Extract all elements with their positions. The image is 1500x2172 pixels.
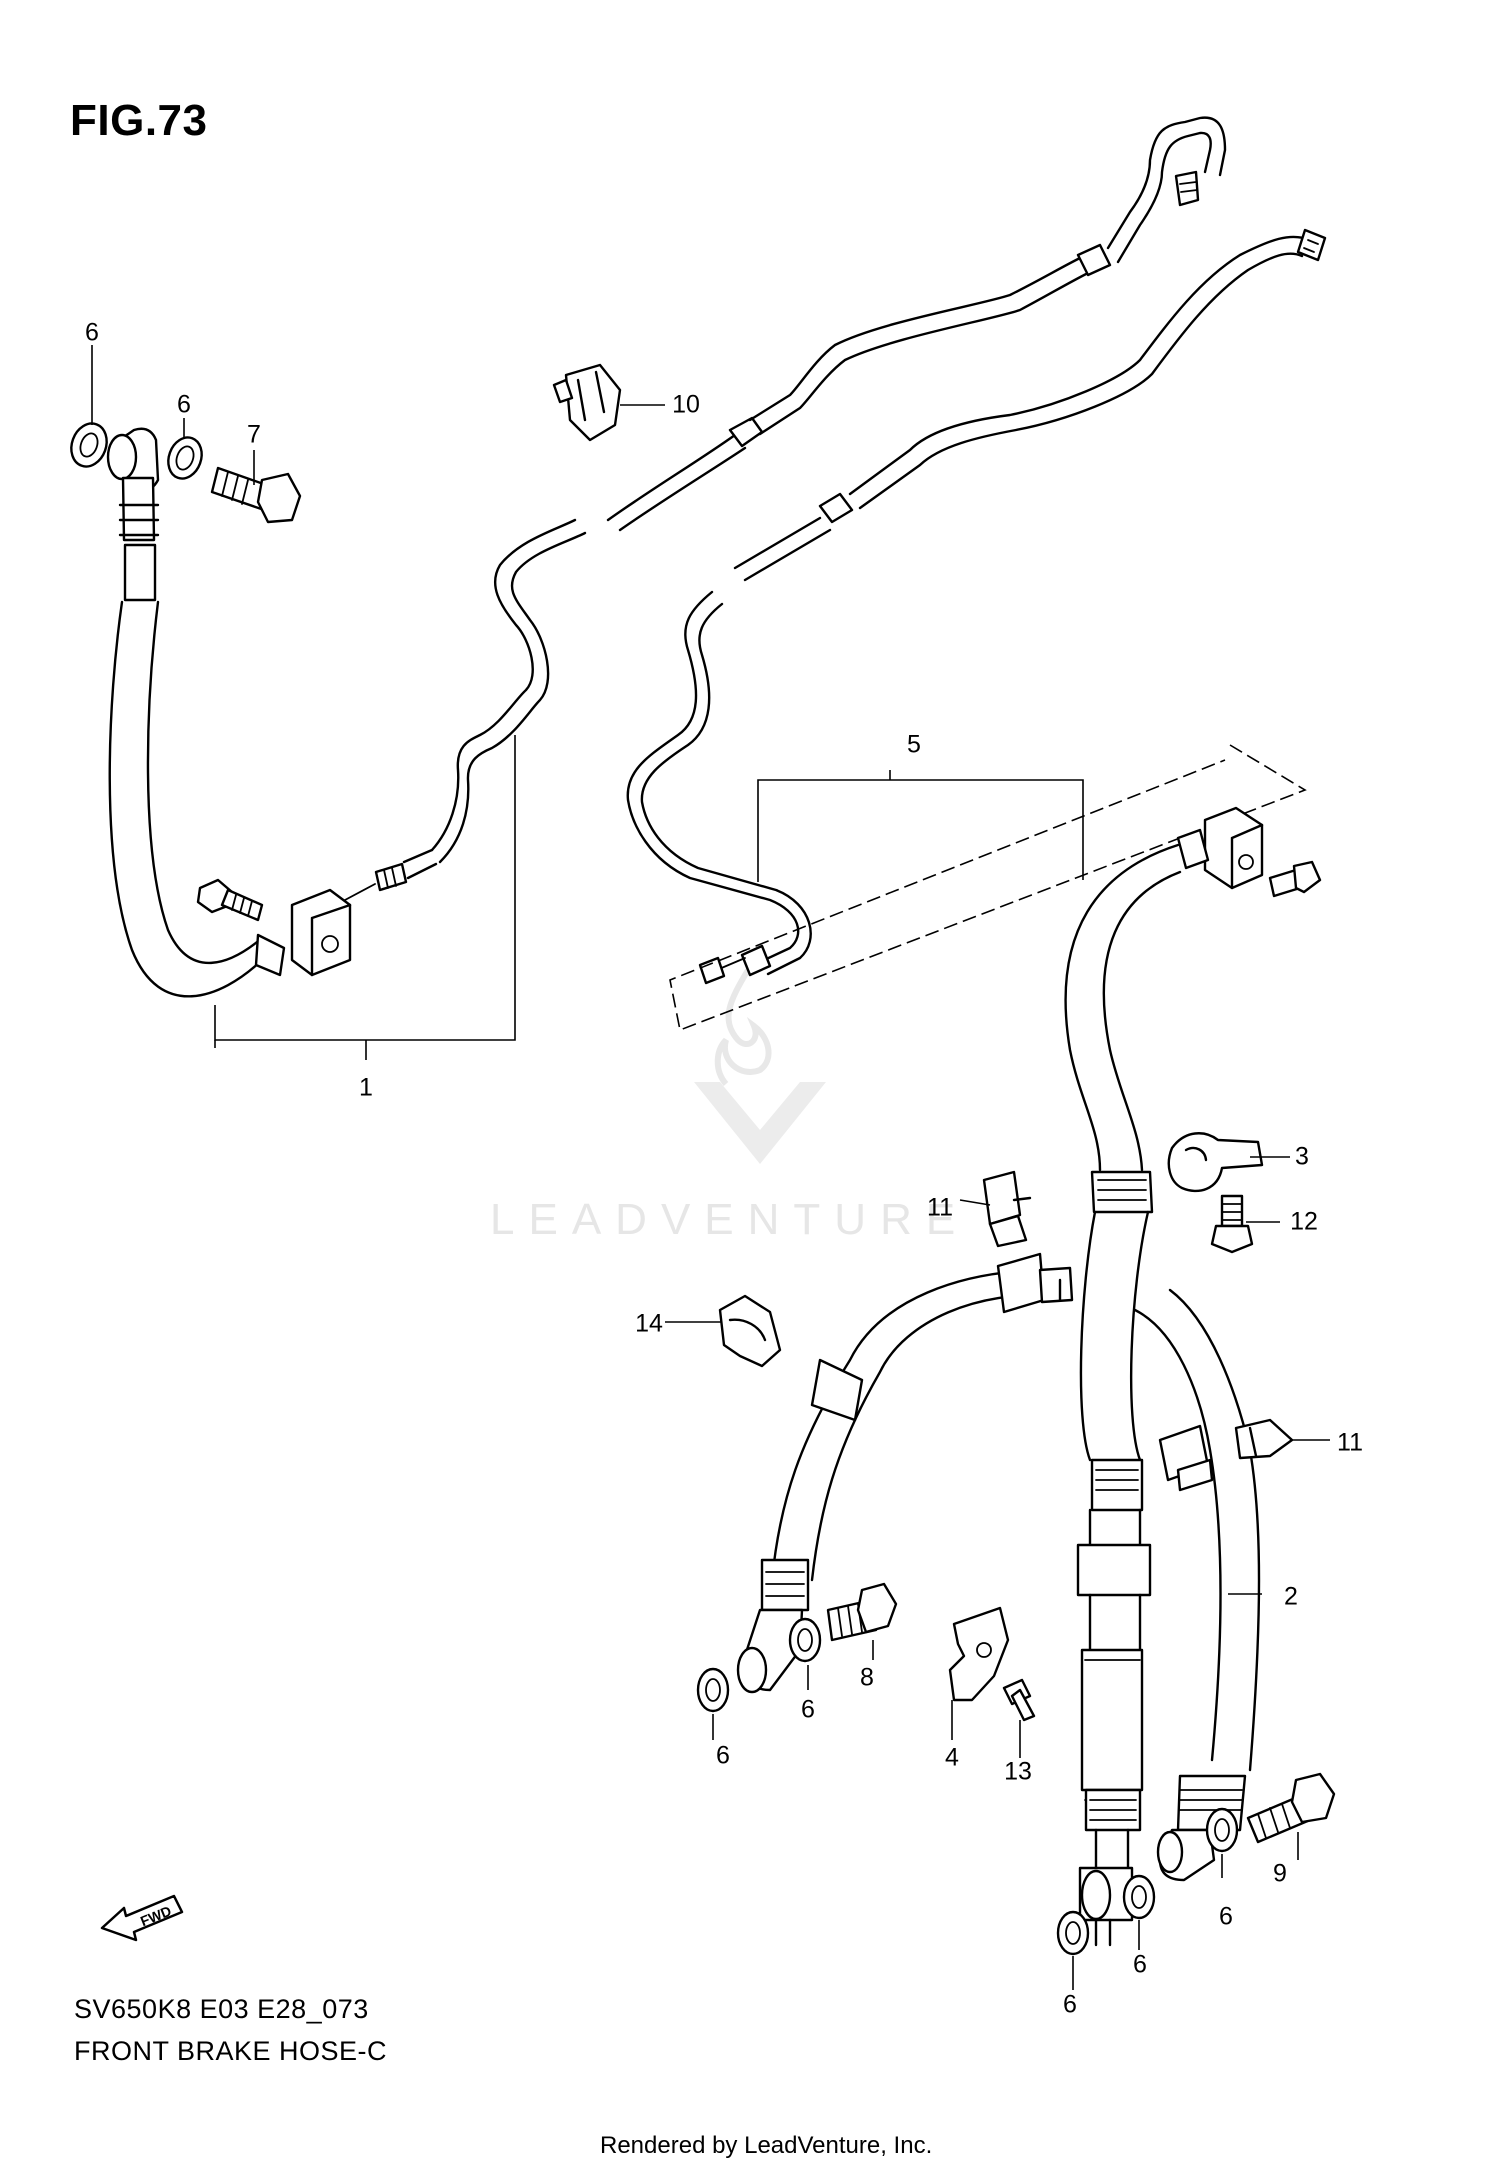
callout-label-6-f: 6 bbox=[1133, 1950, 1147, 1979]
callout-label-11-b: 11 bbox=[1337, 1428, 1363, 1457]
bolt-8 bbox=[826, 1582, 898, 1642]
callout-label-1: 1 bbox=[359, 1073, 373, 1102]
bolt-12 bbox=[1210, 1194, 1254, 1254]
callout-label-2: 2 bbox=[1284, 1582, 1298, 1611]
brake-hose-2 bbox=[736, 806, 1322, 1947]
brake-pipe-5 bbox=[626, 228, 1327, 1032]
brake-hose-1 bbox=[106, 427, 587, 1041]
rendered-by-credit: Rendered by LeadVenture, Inc. bbox=[600, 2132, 933, 2159]
callout-label-11-a: 11 bbox=[927, 1193, 953, 1222]
svg-text:FWD: FWD bbox=[138, 1903, 174, 1930]
model-code: SV650K8 E03 E28_073 bbox=[74, 1994, 369, 2024]
callout-label-3: 3 bbox=[1295, 1142, 1309, 1171]
callout-label-13: 13 bbox=[1004, 1757, 1032, 1786]
washer-6-g bbox=[1205, 1807, 1239, 1853]
washer-6-d bbox=[788, 1617, 822, 1663]
figure-caption: FRONT BRAKE HOSE-C bbox=[74, 2036, 388, 2066]
clip-14 bbox=[718, 1294, 782, 1368]
callout-label-7: 7 bbox=[247, 420, 261, 449]
bolt-13 bbox=[1002, 1678, 1036, 1722]
callout-label-6-c: 6 bbox=[801, 1695, 815, 1724]
bolt-9 bbox=[1246, 1772, 1336, 1844]
leader-lines bbox=[91, 345, 1330, 1990]
callout-label-6-e: 6 bbox=[1219, 1902, 1233, 1931]
callout-label-10: 10 bbox=[672, 390, 700, 419]
clip-10 bbox=[552, 363, 622, 442]
callout-label-9: 9 bbox=[1273, 1859, 1287, 1888]
callout-label-5: 5 bbox=[907, 730, 921, 759]
bracket-4 bbox=[948, 1606, 1010, 1702]
leadventure-logo-icon bbox=[694, 968, 826, 1164]
clamp-11-b bbox=[1234, 1418, 1294, 1460]
callout-label-12: 12 bbox=[1290, 1207, 1318, 1236]
brake-pipe-left-upper bbox=[606, 116, 1227, 532]
washer-6-b bbox=[167, 436, 203, 480]
fwd-arrow-icon: FWD bbox=[100, 1894, 184, 1942]
callout-label-14: 14 bbox=[635, 1309, 663, 1338]
washer-6-e bbox=[1056, 1910, 1090, 1956]
figure-title: FIG.73 bbox=[70, 96, 208, 145]
watermark-text: LEADVENTURE bbox=[490, 1195, 970, 1244]
callout-label-8: 8 bbox=[860, 1663, 874, 1692]
clamp-11-a bbox=[982, 1170, 1032, 1248]
washer-6-a bbox=[70, 422, 108, 468]
callout-label-6-g: 6 bbox=[1063, 1990, 1077, 2019]
callout-label-6-a: 6 bbox=[85, 318, 99, 347]
clip-3 bbox=[1167, 1132, 1264, 1193]
bolt-7 bbox=[210, 466, 302, 524]
callout-label-6-d: 6 bbox=[716, 1741, 730, 1770]
callout-label-6-b: 6 bbox=[177, 390, 191, 419]
washer-6-f bbox=[1122, 1874, 1156, 1920]
washer-6-c bbox=[696, 1667, 730, 1713]
callout-label-4: 4 bbox=[945, 1743, 959, 1772]
